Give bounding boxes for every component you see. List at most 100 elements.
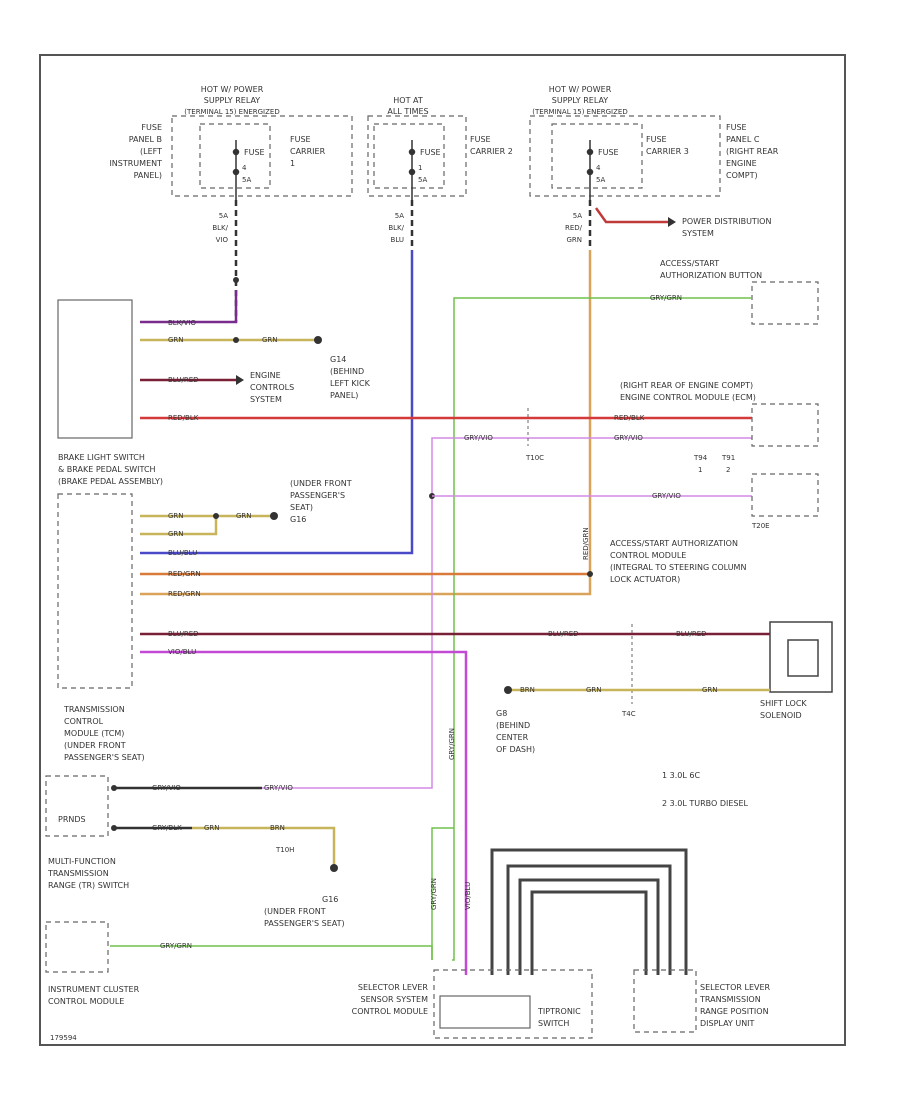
ecm-box xyxy=(751,403,819,447)
fuse-mid-symbol xyxy=(408,140,416,200)
svg-text:RED/GRN: RED/GRN xyxy=(582,527,590,560)
fuse-panel-b-label: FUSE PANEL B (LEFT INSTRUMENT PANEL) xyxy=(109,123,162,180)
selector-sensor-label: SELECTOR LEVER SENSOR SYSTEM CONTROL MOD… xyxy=(352,983,429,1016)
svg-text:CARRIER 2: CARRIER 2 xyxy=(470,147,513,156)
svg-text:BLK/: BLK/ xyxy=(388,224,404,232)
svg-text:DISPLAY UNIT: DISPLAY UNIT xyxy=(700,1019,755,1028)
svg-text:INSTRUMENT CLUSTER: INSTRUMENT CLUSTER xyxy=(48,985,140,994)
fuse-right-num: 4 xyxy=(596,164,601,172)
shift-lock-solenoid-symbol xyxy=(769,621,833,693)
relay-right-header: HOT W/ POWER SUPPLY RELAY (TERMINAL 15) … xyxy=(532,85,627,116)
svg-text:SOLENOID: SOLENOID xyxy=(760,711,802,720)
fuse-panel-b-box xyxy=(171,115,353,197)
fuse-carrier-2-label: FUSE CARRIER 2 xyxy=(470,135,513,156)
svg-text:CONTROLS: CONTROLS xyxy=(250,383,294,392)
svg-text:SYSTEM: SYSTEM xyxy=(250,395,282,404)
svg-text:SEAT): SEAT) xyxy=(290,503,313,512)
svg-text:OF DASH): OF DASH) xyxy=(496,745,535,754)
wire-grn-g16-top: GRN GRN GRN xyxy=(140,512,278,538)
svg-text:2: 2 xyxy=(726,466,730,474)
svg-text:2 3.0L TURBO DIESEL: 2 3.0L TURBO DIESEL xyxy=(662,799,749,808)
prnds-label: PRNDS xyxy=(58,815,86,824)
svg-text:& BRAKE PEDAL SWITCH: & BRAKE PEDAL SWITCH xyxy=(58,465,156,474)
g16-bottom-label: G16 (UNDER FRONT PASSENGER'S SEAT) xyxy=(264,895,345,928)
fuse-right-symbol xyxy=(586,140,594,200)
wire-red-grn-label: 5A RED/ GRN xyxy=(565,212,583,244)
svg-text:TRANSMISSION: TRANSMISSION xyxy=(47,869,109,878)
connector-t94-t91: T94 T91 1 2 xyxy=(693,454,735,474)
svg-text:PASSENGER'S SEAT): PASSENGER'S SEAT) xyxy=(64,753,145,762)
svg-text:PASSENGER'S: PASSENGER'S xyxy=(290,491,345,500)
svg-text:PANEL): PANEL) xyxy=(330,391,358,400)
svg-text:MULTI-FUNCTION: MULTI-FUNCTION xyxy=(48,857,116,866)
svg-text:ACCESS/START: ACCESS/START xyxy=(660,259,719,268)
wire-blu-blu-label: BLU/BLU xyxy=(168,549,197,557)
svg-text:(BEHIND: (BEHIND xyxy=(330,367,364,376)
svg-text:PANEL B: PANEL B xyxy=(129,135,162,144)
wire-grn-g14 xyxy=(140,336,322,344)
svg-text:BRN: BRN xyxy=(520,686,535,694)
fuse-mid-num: 1 xyxy=(418,164,422,172)
g16-top-label: (UNDER FRONT PASSENGER'S SEAT) G16 xyxy=(290,479,352,524)
ecm-label: (RIGHT REAR OF ENGINE COMPT) ENGINE CONT… xyxy=(620,381,756,402)
svg-text:CONTROL MODULE: CONTROL MODULE xyxy=(352,1007,428,1016)
selector-sensor-box xyxy=(439,995,531,1029)
fuse-mid-label: FUSE xyxy=(420,148,441,157)
svg-text:PASSENGER'S SEAT): PASSENGER'S SEAT) xyxy=(264,919,345,928)
svg-text:RED/BLK: RED/BLK xyxy=(614,414,645,422)
svg-text:(RIGHT REAR OF ENGINE COMPT): (RIGHT REAR OF ENGINE COMPT) xyxy=(620,381,753,390)
svg-text:ALL TIMES: ALL TIMES xyxy=(387,107,428,116)
fuse-left-box xyxy=(199,123,271,189)
wire-blk-vio-feed xyxy=(140,200,239,324)
svg-text:G16: G16 xyxy=(290,515,306,524)
svg-text:CONTROL MODULE: CONTROL MODULE xyxy=(610,551,686,560)
svg-text:CONTROL MODULE: CONTROL MODULE xyxy=(48,997,124,1006)
svg-text:RED/: RED/ xyxy=(565,224,583,232)
wire-gry-vio-ecm: GRY/VIO GRY/VIO GRY/VIO xyxy=(262,434,752,789)
svg-text:CENTER: CENTER xyxy=(496,733,529,742)
svg-text:TRANSMISSION: TRANSMISSION xyxy=(63,705,125,714)
svg-text:RED/BLK: RED/BLK xyxy=(168,414,199,422)
svg-text:5A: 5A xyxy=(219,212,228,220)
engine-controls-label: ENGINE CONTROLS SYSTEM xyxy=(250,371,294,404)
fuse-left-label: FUSE xyxy=(244,148,265,157)
connector-t10c: T10C xyxy=(525,408,544,462)
svg-text:5A: 5A xyxy=(573,212,582,220)
svg-text:GRN: GRN xyxy=(586,686,602,694)
svg-text:SWITCH: SWITCH xyxy=(538,1019,569,1028)
svg-text:POWER DISTRIBUTION: POWER DISTRIBUTION xyxy=(682,217,771,226)
wire-grn-g14-label-b: GRN xyxy=(262,336,278,344)
g8-ground-label: G8 (BEHIND CENTER OF DASH) xyxy=(496,709,535,754)
svg-text:GRY/VIO: GRY/VIO xyxy=(464,434,493,442)
svg-text:ACCESS/START AUTHORIZATION: ACCESS/START AUTHORIZATION xyxy=(610,539,738,548)
svg-text:T10C: T10C xyxy=(525,454,544,462)
svg-text:PANEL C: PANEL C xyxy=(726,135,760,144)
svg-text:COMPT): COMPT) xyxy=(726,171,758,180)
svg-text:(UNDER FRONT: (UNDER FRONT xyxy=(290,479,352,488)
wire-blu-red-shiftlock: BLU/RED BLU/RED BLU/RED xyxy=(140,624,770,704)
svg-text:TIPTRONIC: TIPTRONIC xyxy=(537,1007,581,1016)
svg-text:BLU/RED: BLU/RED xyxy=(168,376,199,384)
svg-text:BRN: BRN xyxy=(270,824,285,832)
fuse-panel-c-box xyxy=(529,115,721,197)
hot-at-all-times-header: HOT AT ALL TIMES xyxy=(387,96,428,116)
svg-text:BLK/: BLK/ xyxy=(212,224,228,232)
svg-text:VIO/BLU: VIO/BLU xyxy=(168,648,196,656)
svg-text:RANGE POSITION: RANGE POSITION xyxy=(700,1007,769,1016)
svg-text:BLU/RED: BLU/RED xyxy=(548,630,579,638)
wire-gry-grn-label: GRY/GRN xyxy=(650,294,682,302)
fuse-left-symbol xyxy=(232,140,240,200)
svg-text:GRY/VIO: GRY/VIO xyxy=(614,434,643,442)
access-start-button-label: ACCESS/START AUTHORIZATION BUTTON xyxy=(660,259,762,280)
svg-text:FUSE: FUSE xyxy=(726,123,747,132)
svg-text:LOCK ACTUATOR): LOCK ACTUATOR) xyxy=(610,575,680,584)
svg-text:SYSTEM: SYSTEM xyxy=(682,229,714,238)
selector-wire-labels: GRY/GRN GRY/GRN VIO/BLU RED/GRN xyxy=(430,527,590,910)
svg-text:GRY/BLK: GRY/BLK xyxy=(152,824,182,832)
svg-text:5A: 5A xyxy=(395,212,404,220)
legend: 1 3.0L 6C 2 3.0L TURBO DIESEL xyxy=(662,771,749,808)
svg-text:ENGINE CONTROL MODULE (ECM): ENGINE CONTROL MODULE (ECM) xyxy=(620,393,756,402)
fuse-left-amp: 5A xyxy=(242,176,251,184)
fuse-left-num: 4 xyxy=(242,164,247,172)
svg-text:GRY/GRN: GRY/GRN xyxy=(448,728,456,760)
